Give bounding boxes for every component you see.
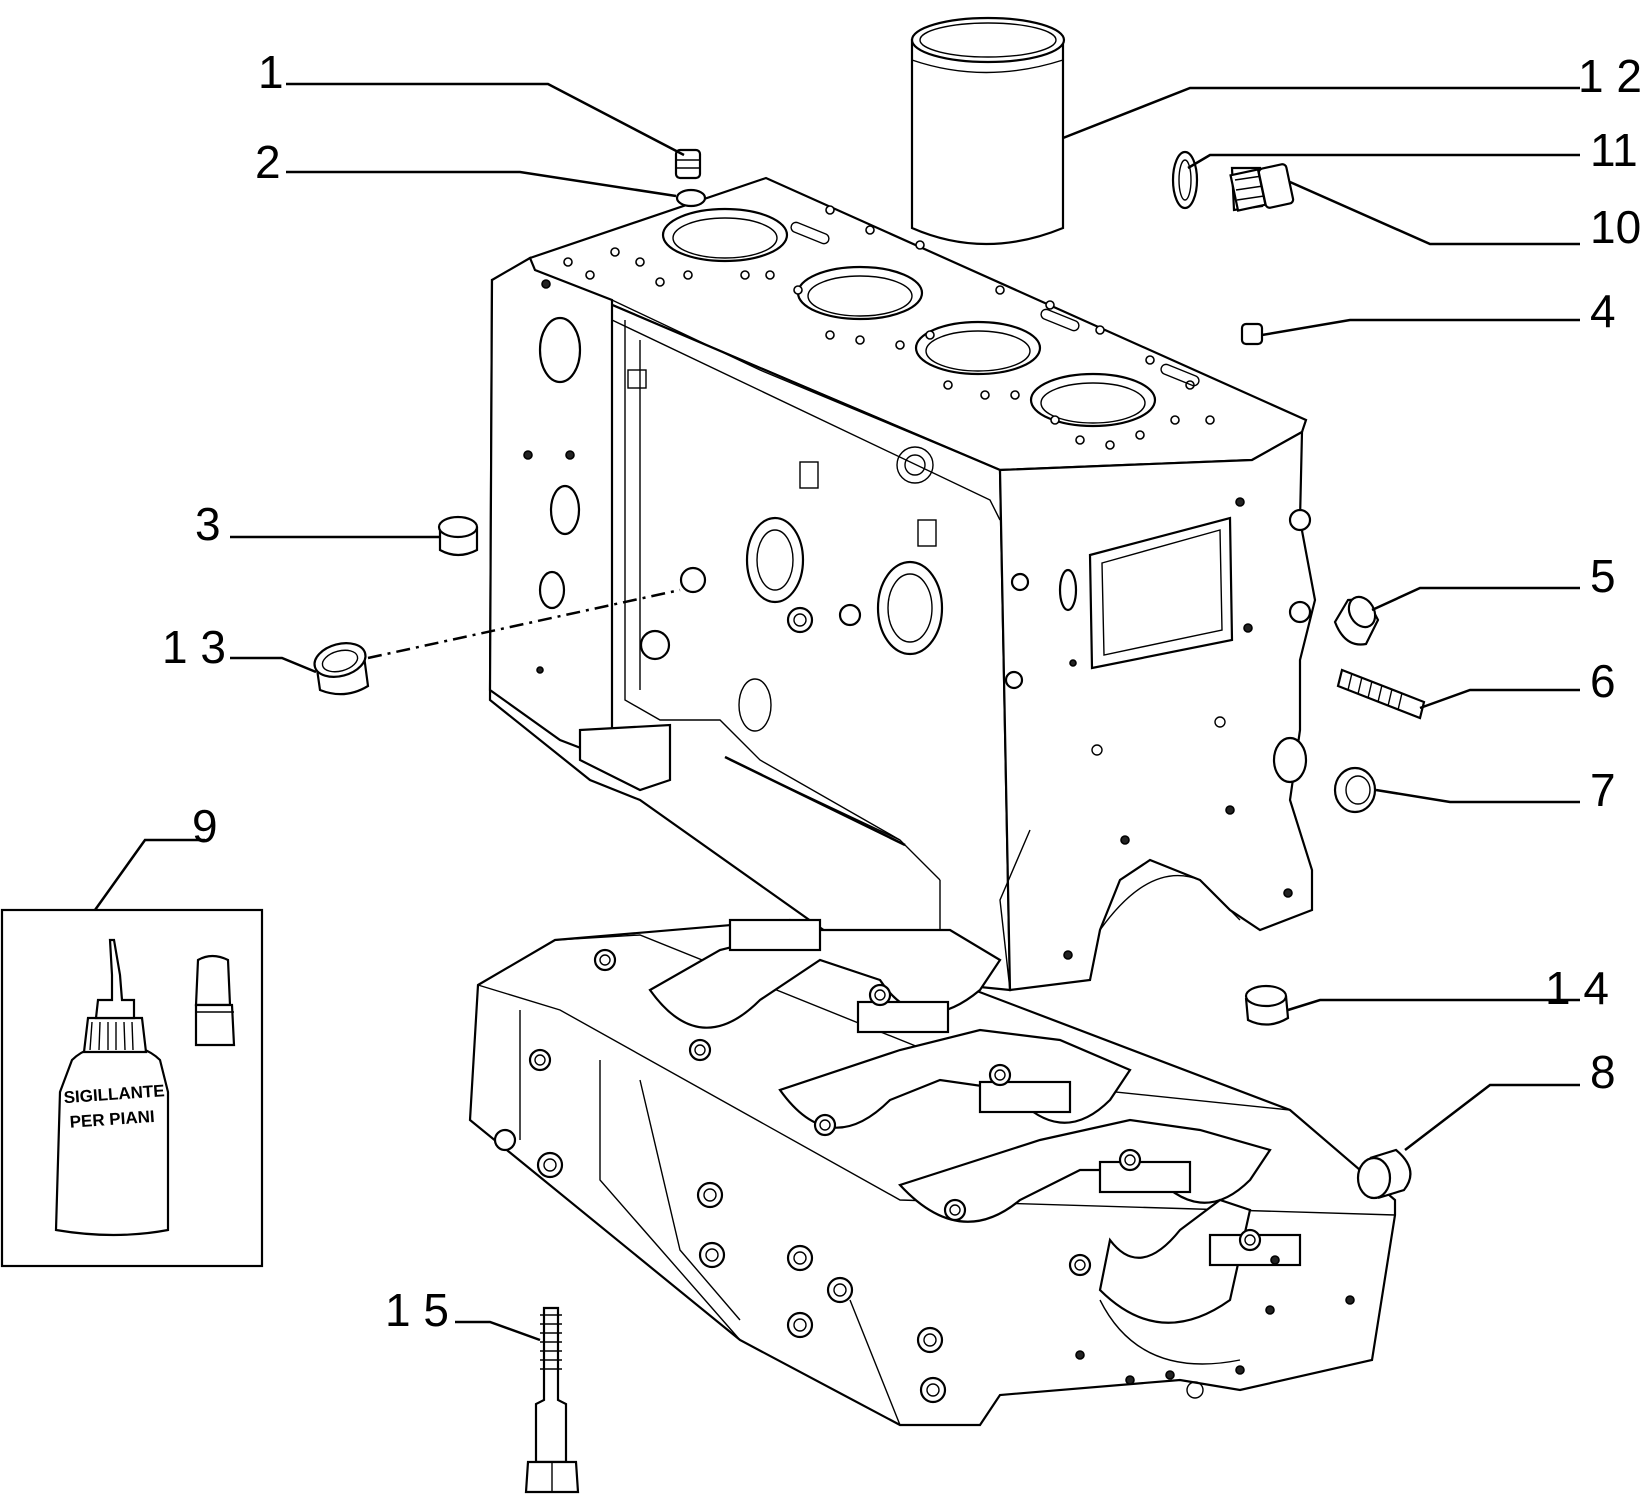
callout-14: 1 4 xyxy=(1545,962,1609,1014)
callout-13: 1 3 xyxy=(162,621,226,673)
plug-8-part xyxy=(1356,1148,1412,1200)
callout-12: 1 2 xyxy=(1578,50,1642,102)
callout-4: 4 xyxy=(1590,285,1616,337)
callout-9: 9 xyxy=(192,800,218,852)
leader-lines xyxy=(93,82,1580,1342)
callout-7: 7 xyxy=(1590,764,1616,816)
callout-11: 11 xyxy=(1590,124,1638,176)
seal-7-part xyxy=(1333,766,1377,814)
callout-labels: 1 2 3 4 5 6 7 8 9 10 11 1 2 1 3 1 4 1 5 xyxy=(162,46,1642,1336)
bedplate xyxy=(468,918,1397,1427)
bushing-part xyxy=(313,642,370,696)
callout-10: 10 xyxy=(1590,201,1641,253)
cylinder-liner-part xyxy=(910,16,1066,246)
callout-15: 1 5 xyxy=(385,1284,449,1336)
drain-plug-part xyxy=(1171,150,1295,212)
plug-part xyxy=(674,148,702,180)
seal-ring-part xyxy=(675,188,707,208)
callout-6: 6 xyxy=(1590,655,1616,707)
callout-8: 8 xyxy=(1590,1046,1616,1098)
bush-14-part xyxy=(1244,984,1290,1026)
cylinder-block xyxy=(488,176,1317,1002)
sealant-kit-box: SIGILLANTE PER PIANI xyxy=(0,908,264,1268)
callout-1: 1 xyxy=(258,46,284,98)
small-plug-part xyxy=(1240,322,1264,346)
bushing-5-part xyxy=(1333,595,1380,646)
callout-5: 5 xyxy=(1590,550,1616,602)
stud-part xyxy=(1336,668,1426,720)
bolt-part xyxy=(524,1306,580,1494)
callout-3: 3 xyxy=(195,498,221,550)
cup-plug-part xyxy=(437,515,479,557)
callout-2: 2 xyxy=(255,136,281,188)
